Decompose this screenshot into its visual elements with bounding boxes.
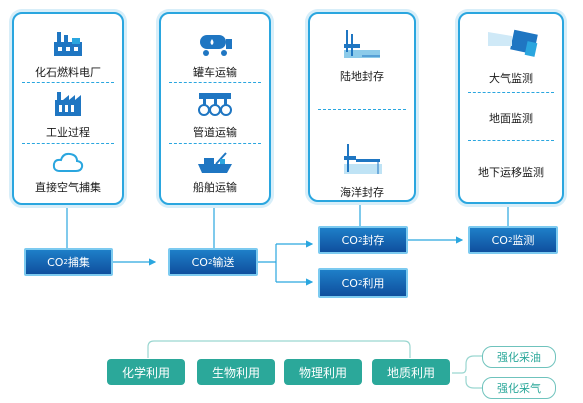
step-label-text: 利用: [362, 277, 385, 290]
monitor-item-0: 大气监测: [489, 72, 533, 85]
capture-item-0: 化石燃料电厂: [35, 66, 101, 79]
storage-item-0: 陆地封存: [340, 70, 384, 83]
enhanced-gas-recovery-tag[interactable]: 强化采气: [482, 377, 556, 399]
step-label-subscript: 2: [357, 236, 363, 244]
storage-item-1: 海洋封存: [340, 186, 384, 199]
pipeline-icon: [198, 93, 232, 116]
storage-types-card: 陆地封存 海洋封存: [308, 12, 416, 202]
divider: [22, 143, 114, 144]
step-label-text: 监测: [512, 234, 535, 247]
geological-utilization-button[interactable]: 地质利用: [372, 359, 450, 385]
step-label-prefix: CO: [341, 233, 358, 247]
divider: [468, 140, 554, 141]
step-label-prefix: CO: [191, 255, 208, 269]
divider: [169, 82, 261, 83]
step-label-prefix: CO: [491, 233, 508, 247]
factory-icon: [55, 92, 81, 116]
step-label-subscript: 2: [357, 279, 363, 287]
monitor-item-1: 地面监测: [489, 112, 533, 125]
step-label-subscript: 2: [63, 258, 68, 266]
step-label-text: 封存: [362, 234, 385, 247]
biological-utilization-button[interactable]: 生物利用: [197, 359, 275, 385]
step-label-prefix: CO: [47, 255, 64, 269]
step-label-subscript: 2: [207, 258, 213, 266]
land-storage-icon: [344, 30, 380, 58]
brace-upper: [452, 355, 482, 374]
monitor-item-2: 地下运移监测: [478, 166, 544, 179]
capture-item-2: 直接空气捕集: [35, 181, 101, 194]
physical-utilization-button[interactable]: 物理利用: [284, 359, 362, 385]
satellite-icon: [488, 29, 538, 57]
transport-item-0: 罐车运输: [193, 66, 237, 79]
step-label-prefix: CO: [341, 276, 358, 290]
transport-item-2: 船舶运输: [193, 181, 237, 194]
step-label-text: 捕集: [67, 256, 90, 269]
transport-item-1: 管道运输: [193, 126, 237, 139]
ocean-storage-icon: [344, 144, 382, 174]
divider: [22, 82, 114, 83]
step-label-text: 输送: [212, 256, 235, 269]
power-plant-icon: [54, 32, 82, 56]
ship-icon: [198, 152, 232, 173]
brace-lower: [465, 376, 482, 389]
utilization-bracket: [147, 340, 411, 358]
chemical-utilization-button[interactable]: 化学利用: [107, 359, 185, 385]
divider: [468, 92, 554, 93]
monitoring-types-card: 大气监测 地面监测 地下运移监测: [458, 12, 564, 204]
capture-item-1: 工业过程: [46, 126, 90, 139]
divider: [169, 143, 261, 144]
step-label-subscript: 2: [507, 236, 513, 244]
transport-methods-card: 罐车运输 管道运输 船舶运输: [159, 12, 271, 205]
capture-sources-card: 化石燃料电厂 工业过程 直接空气捕集: [12, 12, 124, 205]
cloud-icon: [52, 152, 84, 172]
tanker-truck-icon: [200, 35, 232, 56]
divider: [318, 109, 406, 110]
enhanced-oil-recovery-tag[interactable]: 强化采油: [482, 346, 556, 368]
